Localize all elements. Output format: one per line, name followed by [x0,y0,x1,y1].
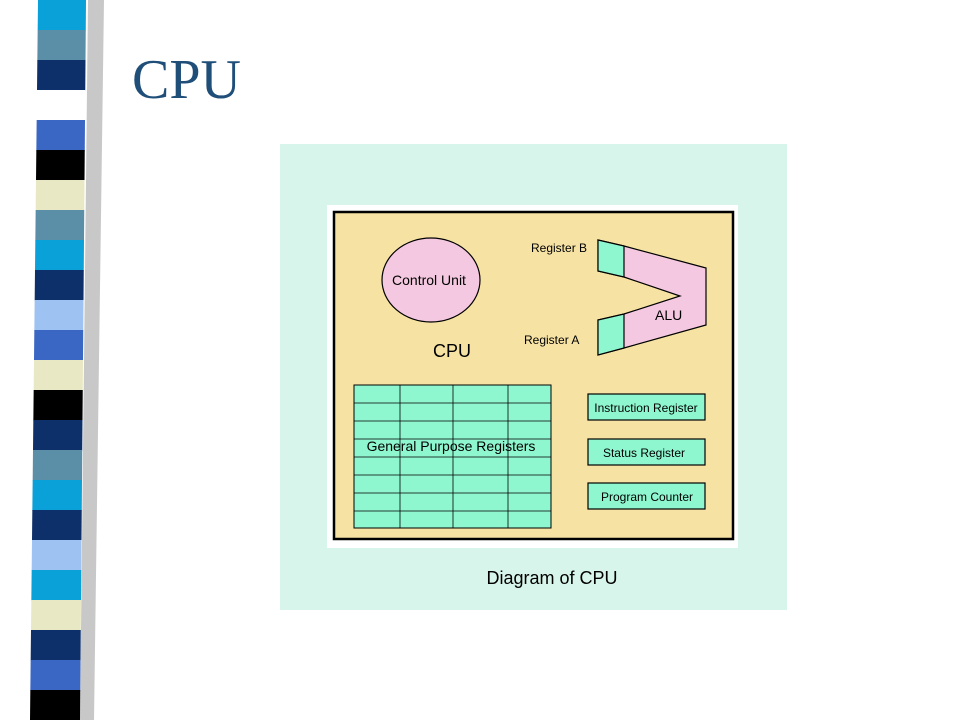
stripe-segment [30,690,81,720]
stripe-segment [33,360,83,391]
stripe-segment [37,0,86,31]
diagram-caption: Diagram of CPU [486,568,617,588]
control-unit-label: Control Unit [392,272,466,288]
decorative-stripe-bar [30,0,104,720]
stripe-segment [37,30,86,61]
general-registers-label: General Purpose Registers [367,438,536,454]
stripe-segment [30,630,81,661]
general-purpose-registers-grid [353,384,552,529]
control-unit-ellipse [381,237,481,323]
stripe-segment [34,270,84,301]
register-a-label: Register A [524,333,579,347]
stripe-segment [36,90,86,121]
stripe-segment [35,240,84,271]
registers-grid-frame [353,384,552,529]
stripe-segment [37,60,86,91]
stripe-segment [35,210,85,241]
stripe-segment [35,180,85,211]
instruction-register-box [587,393,706,421]
status-register-box [587,438,706,466]
stripe-segment [31,540,82,571]
alu-label: ALU [655,307,682,323]
program-counter-label: Program Counter [601,490,693,504]
register-a-block [597,313,625,356]
slide-title: CPU [132,49,241,111]
stripe-shadow [80,0,104,720]
status-register-label: Status Register [603,446,685,460]
instruction-register-label: Instruction Register [594,401,697,415]
stripe-segment [30,660,81,691]
stripe-segment [36,150,85,181]
stripe-segment [34,300,84,331]
stripe-segment [31,570,82,601]
stripe-segment [32,480,82,511]
stripe-segment [33,420,83,451]
stripe-segment [33,390,83,421]
stripe-segment [32,450,83,481]
stripe-segment [31,600,81,631]
stripe-segment [32,510,82,541]
register-b-label: Register B [531,241,587,255]
register-b-block [597,239,625,278]
stripe-segment [34,330,84,361]
program-counter-box [587,482,706,510]
cpu-label: CPU [433,341,471,361]
stripe-segment [36,120,85,151]
